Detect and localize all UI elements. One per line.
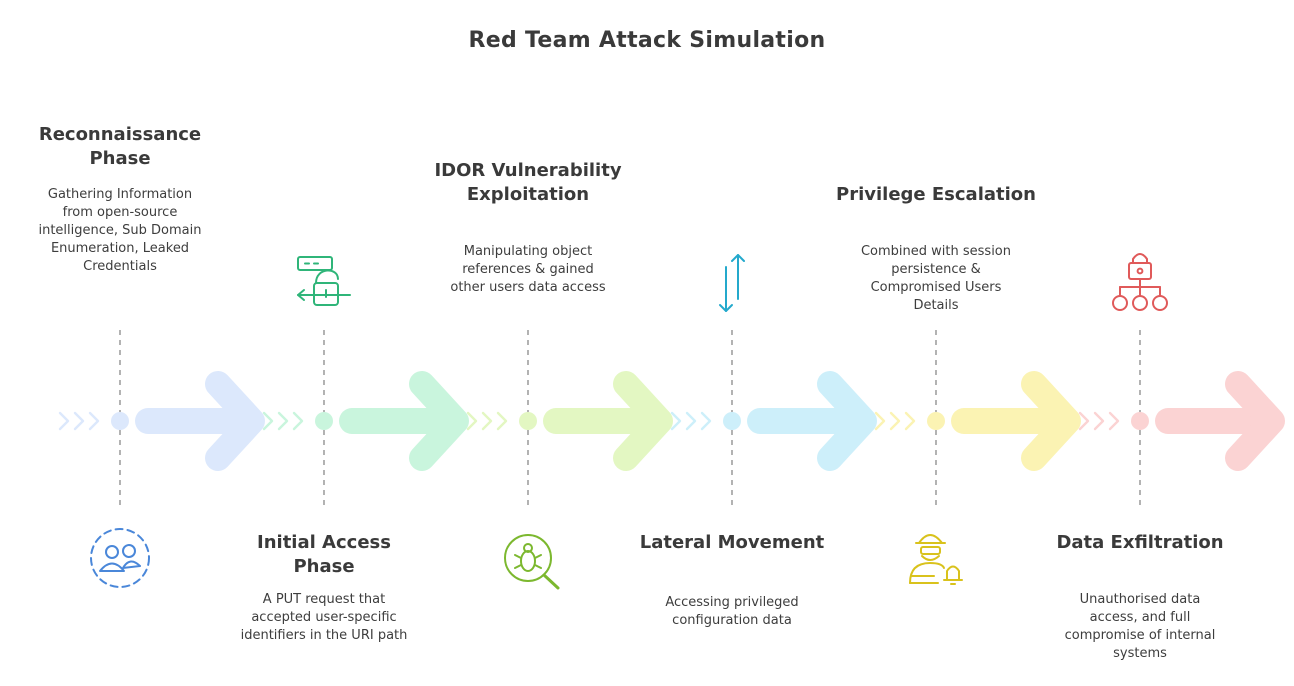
phase-group: [466, 330, 673, 590]
spy-bell-icon: [909, 534, 963, 585]
timeline-dot: [519, 412, 537, 430]
phase-title-idor: IDOR Vulnerability Exploitation: [434, 160, 622, 205]
chevron-icon: [685, 411, 697, 431]
chevron-icon: [1078, 411, 1090, 431]
chevron-icon: [292, 411, 304, 431]
chevron-icon: [58, 411, 70, 431]
chevron-icon: [1093, 411, 1105, 431]
phase-desc-privilege: Combined with session persistence & Comp…: [860, 244, 1011, 313]
phase-group: [262, 256, 469, 510]
chevron-icon: [73, 411, 85, 431]
chevron-icon: [889, 411, 901, 431]
timeline-dot: [111, 412, 129, 430]
timeline-dot: [315, 412, 333, 430]
chevron-icon: [700, 411, 712, 431]
bug-search-icon: [504, 534, 560, 590]
page-title: Red Team Attack Simulation: [468, 28, 826, 53]
phase-desc-exfiltration: Unauthorised data access, and full compr…: [1064, 592, 1216, 661]
phase-group: [1078, 253, 1285, 510]
phase-group: [58, 330, 265, 588]
timeline-dot: [1131, 412, 1149, 430]
chevron-icon: [1108, 411, 1120, 431]
phase-title-initial-access: Initial Access Phase: [257, 532, 391, 577]
flow-arrow-head: [1021, 371, 1081, 471]
phase-desc-reconnaissance: Gathering Information from open-source i…: [38, 187, 202, 274]
chevron-icon: [277, 411, 289, 431]
phase-desc-idor: Manipulating object references & gained …: [450, 244, 606, 295]
phase-group: [874, 330, 1081, 585]
phase-title-reconnaissance: Reconnaissance Phase: [38, 124, 202, 169]
flow-arrow-head: [1225, 371, 1285, 471]
lock-network-icon: [1112, 253, 1168, 311]
chevron-icon: [88, 411, 100, 431]
chevron-icon: [481, 411, 493, 431]
flow-arrow-head: [817, 371, 877, 471]
chevron-icon: [670, 411, 682, 431]
users-circle-icon: [90, 528, 150, 588]
timeline-dot: [927, 412, 945, 430]
chevron-icon: [466, 411, 478, 431]
chevron-icon: [262, 411, 274, 431]
flow-arrow-head: [613, 371, 673, 471]
timeline-dot: [723, 412, 741, 430]
phase-desc-lateral: Accessing privileged configuration data: [665, 595, 799, 628]
chevron-icon: [904, 411, 916, 431]
phase-title-exfiltration: Data Exfiltration: [1056, 532, 1224, 553]
phase-title-lateral: Lateral Movement: [639, 532, 825, 553]
up-down-arrows-icon: [719, 254, 745, 312]
phase-title-privilege: Privilege Escalation: [836, 184, 1036, 205]
flow-arrow-head: [409, 371, 469, 471]
chevron-icon: [874, 411, 886, 431]
access-unlock-icon: [297, 256, 351, 306]
chevron-icon: [496, 411, 508, 431]
flow-arrow-head: [205, 371, 265, 471]
phase-group: [670, 254, 877, 510]
phase-desc-initial-access: A PUT request that accepted user-specifi…: [240, 592, 408, 643]
